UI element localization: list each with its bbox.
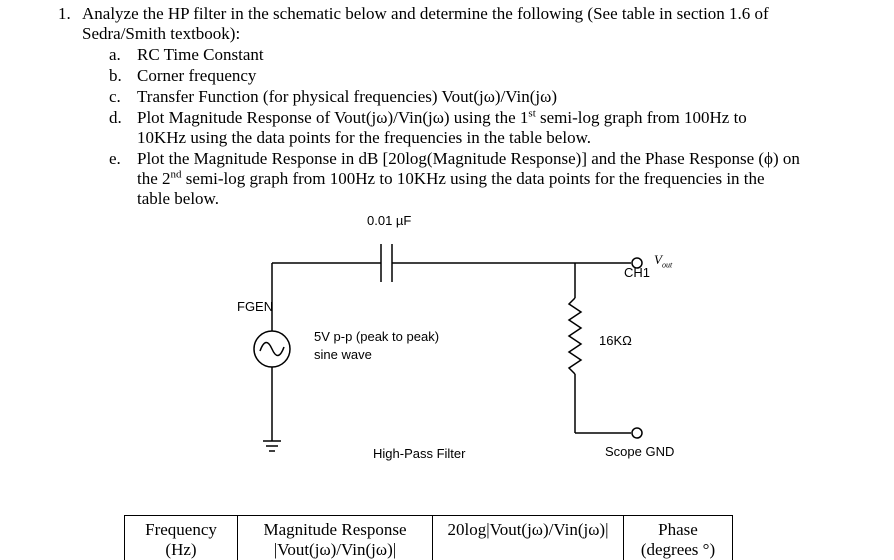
capacitor-label: 0.01 µF xyxy=(367,213,411,228)
header-frequency: Frequency(Hz) xyxy=(125,516,238,560)
vout-label: Vout xyxy=(654,252,672,270)
header-phase-line1: Phase xyxy=(630,520,726,540)
header-phase-line2: (degrees °) xyxy=(630,540,726,560)
header-magnitude-line2: |Vout(jω)/Vin(jω)| xyxy=(244,540,426,560)
source-label: FGEN xyxy=(237,299,273,314)
header-db-line1: 20log|Vout(jω)/Vin(jω)| xyxy=(439,520,617,540)
header-magnitude-line1: Magnitude Response xyxy=(244,520,426,540)
header-frequency-line2: (Hz) xyxy=(131,540,231,560)
sine-wave-icon xyxy=(260,342,284,355)
filter-label: High-Pass Filter xyxy=(373,446,465,461)
header-phase: Phase(degrees °) xyxy=(624,516,733,560)
header-db: 20log|Vout(jω)/Vin(jω)| xyxy=(433,516,624,560)
vout-sub: out xyxy=(662,261,672,270)
source-desc-line2: sine wave xyxy=(314,347,372,362)
header-frequency-line1: Frequency xyxy=(131,520,231,540)
source-desc-line1: 5V p-p (peak to peak) xyxy=(314,329,439,344)
ground-label: Scope GND xyxy=(605,444,674,459)
table-header-row: Frequency(Hz) Magnitude Response|Vout(jω… xyxy=(125,516,733,560)
vout-v: V xyxy=(654,252,662,267)
resistor-label: 16KΩ xyxy=(599,333,632,348)
header-magnitude: Magnitude Response|Vout(jω)/Vin(jω)| xyxy=(238,516,433,560)
resistor-zigzag xyxy=(569,298,581,374)
output-terminal-gnd xyxy=(632,428,642,438)
output-label: CH1 xyxy=(624,265,650,280)
data-table: Frequency(Hz) Magnitude Response|Vout(jω… xyxy=(124,515,733,560)
